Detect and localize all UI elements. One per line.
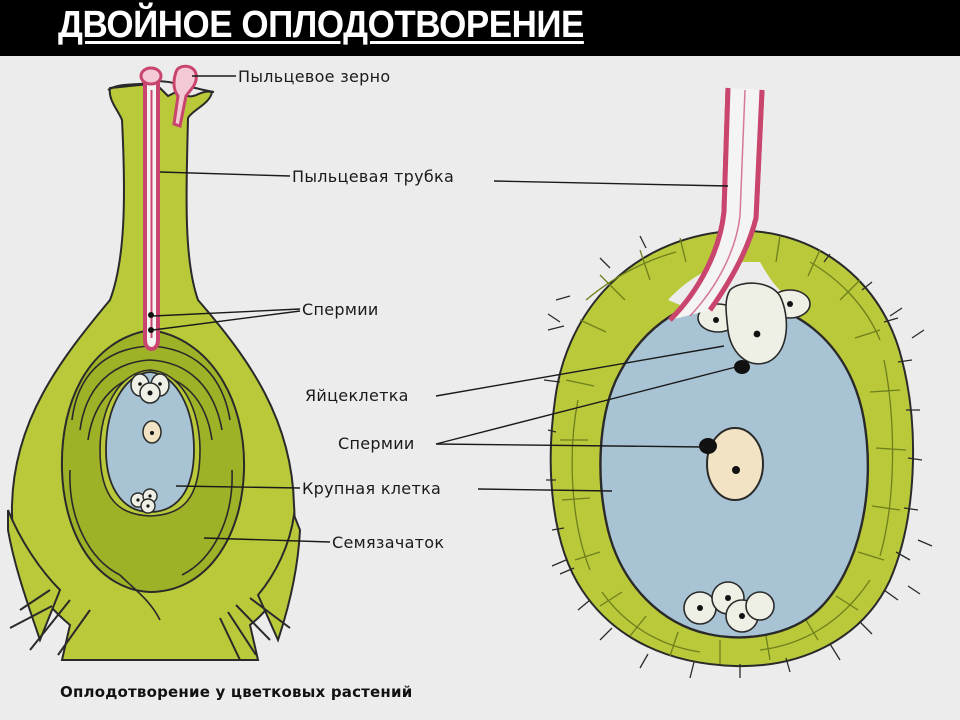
label-sperm-top: Спермии — [302, 300, 379, 319]
diagram-caption: Оплодотворение у цветковых растений — [60, 683, 412, 701]
pistil — [8, 66, 300, 660]
ovule-section — [544, 88, 932, 678]
label-sperm-bottom: Спермии — [338, 434, 415, 453]
label-large-cell: Крупная клетка — [302, 479, 441, 498]
sperm-egg — [734, 360, 750, 374]
central-cell-nucleus — [707, 428, 763, 500]
label-ovule: Семязачаток — [332, 533, 444, 552]
label-pollen-tube: Пыльцевая трубка — [292, 167, 454, 186]
sperm-central — [699, 438, 717, 454]
label-egg-cell: Яйцеклетка — [305, 386, 409, 405]
label-pollen-grain: Пыльцевое зерно — [238, 67, 390, 86]
sperm-dot — [148, 312, 154, 318]
